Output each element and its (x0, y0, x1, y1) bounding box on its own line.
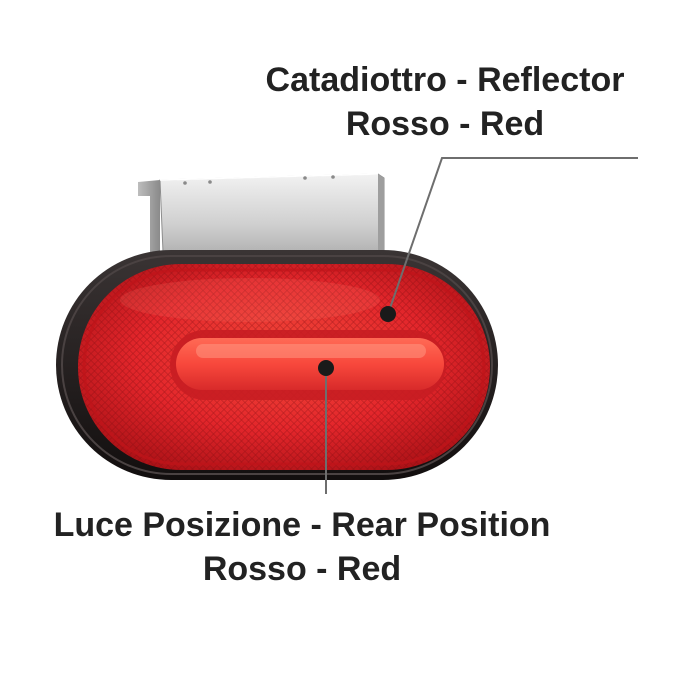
position-light-leader (318, 360, 334, 494)
reflector-label: Catadiottro - Reflector Rosso - Red (232, 58, 658, 146)
position-light-label: Luce Posizione - Rear Position Rosso - R… (4, 503, 600, 591)
reflector-leader (380, 157, 638, 322)
reflector-label-line-2: Rosso - Red (345, 105, 545, 143)
position-light-strip (170, 330, 446, 400)
reflector-label-line-1: Catadiottro - Reflector (265, 61, 625, 99)
position-light-label-line-1: Luce Posizione - Rear Position (53, 506, 551, 544)
position-light-label-line-2: Rosso - Red (202, 550, 402, 588)
